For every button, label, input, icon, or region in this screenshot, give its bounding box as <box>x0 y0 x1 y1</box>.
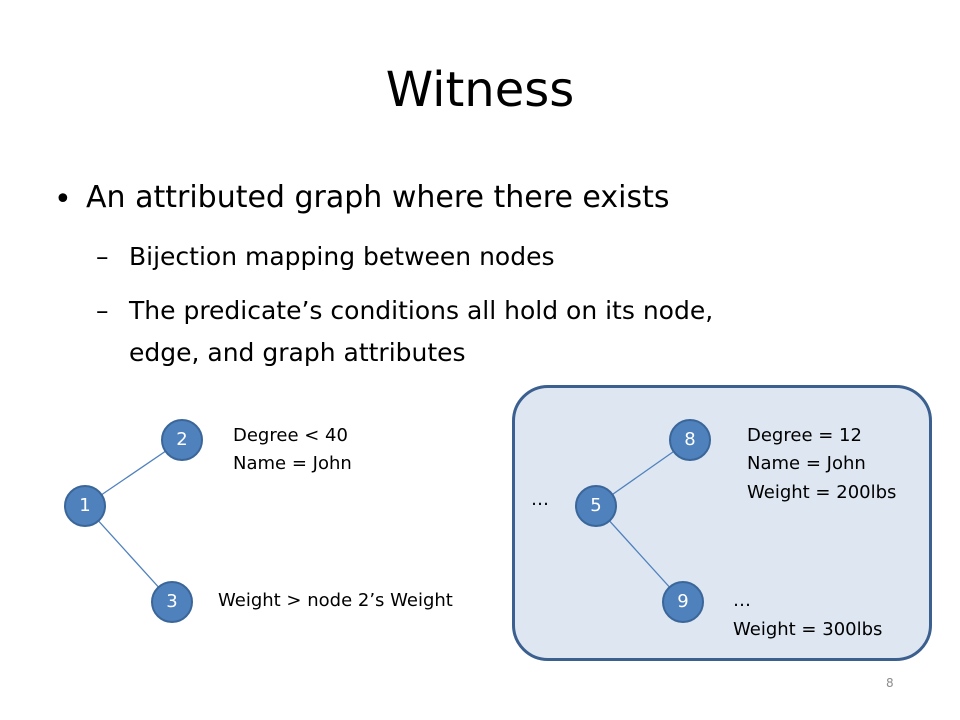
node-8: 8 <box>669 419 711 461</box>
sub-bullet-predicate-line2: edge, and graph attributes <box>129 338 466 367</box>
node-3: 3 <box>151 581 193 623</box>
node2-name-label: Name = John <box>233 453 352 474</box>
bullet-main: An attributed graph where there exists <box>86 180 670 215</box>
node8-degree-label: Degree = 12 <box>747 425 862 446</box>
node2-degree-label: Degree < 40 <box>233 425 348 446</box>
node9-ellipsis-label: … <box>733 590 751 611</box>
sub-bullet-bijection: Bijection mapping between nodes <box>129 242 555 271</box>
node3-weight-label: Weight > node 2’s Weight <box>218 590 453 611</box>
slide-title: Witness <box>385 62 575 118</box>
node-9: 9 <box>662 581 704 623</box>
node8-weight-label: Weight = 200lbs <box>747 482 897 503</box>
node-2: 2 <box>161 419 203 461</box>
sub-bullet-dash: – <box>96 242 109 271</box>
node-5: 5 <box>575 485 617 527</box>
node9-weight-label: Weight = 300lbs <box>733 619 883 640</box>
node-1: 1 <box>64 485 106 527</box>
bullet-dot: • <box>54 182 72 217</box>
witness-graph-panel <box>512 385 932 661</box>
witness-ellipsis: … <box>531 489 549 510</box>
node8-name-label: Name = John <box>747 453 866 474</box>
sub-bullet-predicate-line1: The predicate’s conditions all hold on i… <box>129 296 714 325</box>
page-number: 8 <box>886 676 894 690</box>
sub-bullet-dash: – <box>96 296 109 325</box>
